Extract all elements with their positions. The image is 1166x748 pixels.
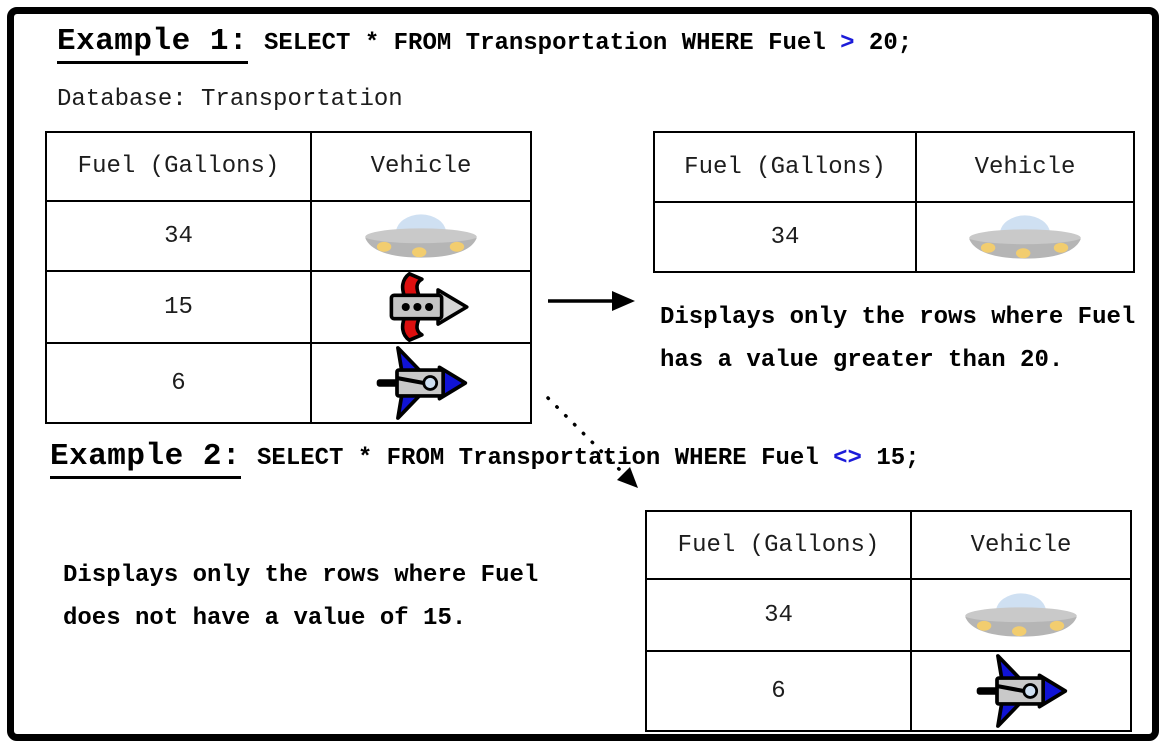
vehicle-cell	[910, 650, 1132, 732]
fuel-cell: 15	[45, 270, 312, 344]
source-table-header-fuel: Fuel (Gallons)	[45, 131, 312, 202]
sql-operator-not-equal: <>	[833, 445, 862, 472]
shuttle-icon	[373, 344, 469, 422]
right-arrow	[548, 291, 635, 311]
sql-text: 20;	[854, 30, 913, 57]
fuel-cell: 6	[45, 342, 312, 424]
vehicle-cell	[910, 578, 1132, 652]
dotted-arrow	[546, 396, 638, 488]
rocket-icon	[368, 272, 474, 342]
fuel-cell: 34	[645, 578, 912, 652]
result1-header-vehicle: Vehicle	[915, 131, 1135, 203]
example2-sql: SELECT * FROM Transportation WHERE Fuel …	[257, 445, 920, 472]
database-label: Database: Transportation	[57, 86, 403, 113]
example1-caption: Displays only the rows where Fuel has a …	[660, 296, 1135, 382]
source-table: Fuel (Gallons) Vehicle 34 15 6	[45, 131, 532, 424]
fuel-cell: 34	[653, 201, 917, 273]
result2-header-fuel: Fuel (Gallons)	[645, 510, 912, 580]
ufo-icon	[959, 210, 1091, 264]
table-row: 34	[645, 578, 1132, 652]
ufo-icon	[955, 588, 1087, 642]
fuel-cell: 6	[645, 650, 912, 732]
result2-header-vehicle: Vehicle	[910, 510, 1132, 580]
table-row: 34	[653, 201, 1135, 273]
sql-text: SELECT * FROM Transportation WHERE Fuel	[257, 445, 834, 472]
example2-caption: Displays only the rows where Fuel does n…	[63, 554, 538, 640]
result-table-example1: Fuel (Gallons) Vehicle 34	[653, 131, 1135, 273]
table-row: 6	[45, 342, 532, 424]
sql-operator-greater-than: >	[840, 30, 855, 57]
vehicle-cell	[310, 200, 532, 272]
sql-text: 15;	[861, 445, 920, 472]
example2-heading: Example 2:	[50, 439, 242, 479]
caption-line: Displays only the rows where Fuel	[63, 562, 539, 589]
result-table-example2: Fuel (Gallons) Vehicle 34 6	[645, 510, 1132, 732]
table-row: 34	[45, 200, 532, 272]
caption-line: Displays only the rows where Fuel	[660, 304, 1136, 331]
table-row: 15	[45, 270, 532, 344]
source-table-header-vehicle: Vehicle	[310, 131, 532, 202]
vehicle-cell	[310, 270, 532, 344]
caption-line: has a value greater than 20.	[660, 347, 1064, 374]
example2-title-row: Example 2: SELECT * FROM Transportation …	[50, 439, 920, 479]
shuttle-icon	[973, 652, 1069, 730]
example1-title-row: Example 1: SELECT * FROM Transportation …	[57, 24, 912, 64]
example1-heading: Example 1:	[57, 24, 249, 64]
table-row: 6	[645, 650, 1132, 732]
ufo-icon	[355, 209, 487, 263]
sql-text: SELECT * FROM Transportation WHERE Fuel	[264, 30, 841, 57]
vehicle-cell	[310, 342, 532, 424]
fuel-cell: 34	[45, 200, 312, 272]
caption-line: does not have a value of 15.	[63, 605, 467, 632]
example1-sql: SELECT * FROM Transportation WHERE Fuel …	[264, 30, 912, 57]
result1-header-fuel: Fuel (Gallons)	[653, 131, 917, 203]
vehicle-cell	[915, 201, 1135, 273]
